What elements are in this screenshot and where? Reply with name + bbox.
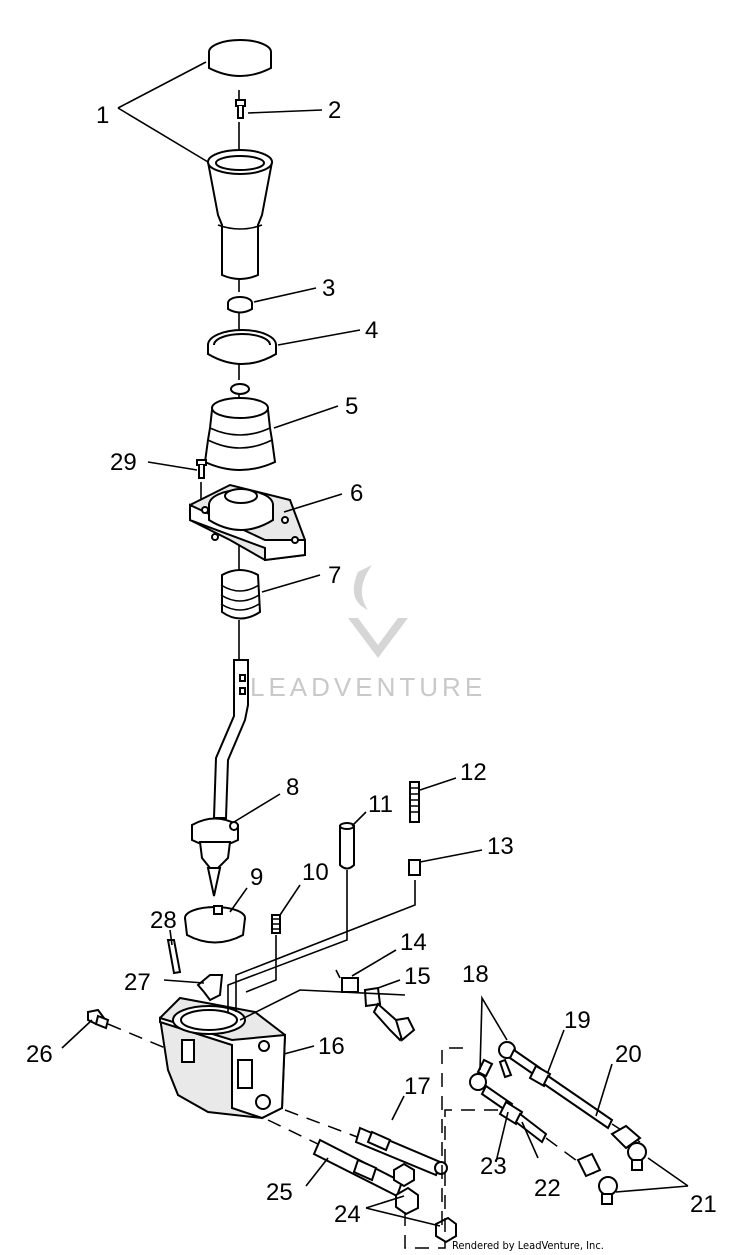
callout-24: 24 bbox=[334, 1201, 361, 1228]
callout-27: 27 bbox=[124, 969, 151, 996]
watermark: LEADVENTURE bbox=[250, 565, 486, 702]
part-9-cup bbox=[184, 905, 246, 944]
part-21-rod-ends bbox=[576, 1124, 647, 1205]
part-1-knob bbox=[206, 39, 274, 280]
callout-26: 26 bbox=[26, 1041, 53, 1068]
callout-5: 5 bbox=[345, 393, 358, 420]
credit-text: Rendered by LeadVenture, Inc. bbox=[452, 1239, 604, 1252]
callout-1: 1 bbox=[96, 102, 109, 129]
callout-4: 4 bbox=[365, 317, 378, 344]
part-14-15-switch bbox=[335, 969, 416, 1042]
part-24-nuts bbox=[393, 1162, 457, 1244]
part-10-setscrew bbox=[271, 914, 281, 934]
callout-6: 6 bbox=[350, 480, 363, 507]
part-17-cable bbox=[284, 1109, 448, 1177]
callout-11: 11 bbox=[368, 791, 393, 818]
part-6-plate bbox=[189, 483, 306, 562]
callout-3: 3 bbox=[322, 275, 335, 302]
watermark-text: LEADVENTURE bbox=[250, 672, 486, 702]
part-27-clip bbox=[196, 974, 224, 1002]
part-8-shift-lever bbox=[191, 659, 249, 897]
callout-22: 22 bbox=[534, 1175, 561, 1202]
part-12-stud bbox=[409, 781, 420, 823]
part-7-bushing bbox=[220, 569, 262, 620]
part-3-ring bbox=[227, 296, 253, 314]
callout-7: 7 bbox=[328, 562, 341, 589]
callout-13: 13 bbox=[487, 833, 514, 860]
part-16-housing bbox=[158, 996, 287, 1120]
callout-15: 15 bbox=[404, 963, 431, 990]
part-13-nut bbox=[408, 859, 421, 876]
callout-19: 19 bbox=[564, 1007, 591, 1034]
part-18-ball-joints bbox=[469, 1041, 516, 1091]
callout-21: 21 bbox=[690, 1191, 717, 1218]
leader-lines bbox=[61, 61, 689, 1227]
callout-9: 9 bbox=[250, 864, 263, 891]
part-28-pin bbox=[166, 939, 182, 975]
callout-28: 28 bbox=[150, 907, 177, 934]
callout-labels: 1 2 3 4 5 29 6 7 8 9 10 11 12 13 28 27 1… bbox=[26, 97, 717, 1228]
callout-2: 2 bbox=[328, 97, 341, 124]
part-2-screw bbox=[235, 99, 246, 119]
part-19-20-rod bbox=[508, 1048, 641, 1143]
part-4-seal-ring bbox=[207, 329, 277, 365]
part-5-boot bbox=[203, 383, 277, 471]
callout-29: 29 bbox=[110, 449, 137, 476]
part-22-23-rod bbox=[480, 1084, 601, 1179]
callout-17: 17 bbox=[404, 1073, 431, 1100]
callout-8: 8 bbox=[286, 774, 299, 801]
callout-16: 16 bbox=[318, 1033, 345, 1060]
callout-23: 23 bbox=[480, 1153, 507, 1180]
callout-12: 12 bbox=[460, 759, 487, 786]
part-26-bolt bbox=[87, 1008, 171, 1051]
callout-10: 10 bbox=[302, 859, 329, 886]
part-11-pin bbox=[339, 822, 355, 870]
callout-20: 20 bbox=[615, 1041, 642, 1068]
callout-18: 18 bbox=[462, 961, 489, 988]
callout-14: 14 bbox=[400, 929, 427, 956]
callout-25: 25 bbox=[266, 1179, 293, 1206]
